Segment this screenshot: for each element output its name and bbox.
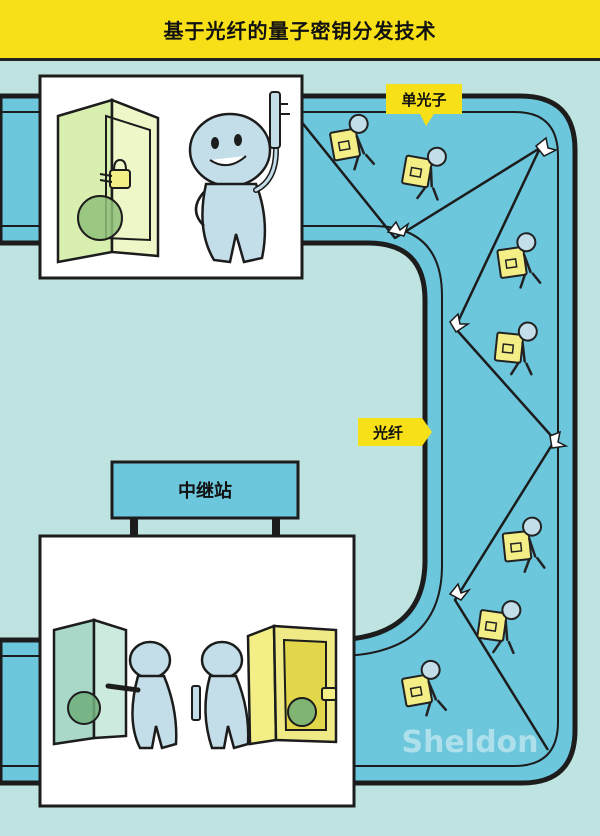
key-icon xyxy=(191,685,201,721)
relay-person-right xyxy=(191,640,250,750)
relay-safe-right xyxy=(246,624,338,746)
padlock-icon xyxy=(99,158,131,189)
relay-person-left xyxy=(105,640,178,750)
relay-sign: 中继站 xyxy=(110,460,300,538)
relay-safe-left xyxy=(52,618,128,746)
diagram-title: 基于光纤的量子密钥分发技术 xyxy=(163,18,437,43)
photon-label-text: 单光子 xyxy=(401,91,446,109)
key-icon xyxy=(269,91,290,149)
relay-label: 中继站 xyxy=(178,480,232,502)
photon-path xyxy=(299,119,569,751)
photon-label: 单光子 xyxy=(386,84,462,126)
locked-safe xyxy=(56,98,160,264)
fiber-crack-icon xyxy=(449,312,471,334)
watermark: Sheldon xyxy=(401,725,538,760)
fiber-label-text: 光纤 xyxy=(372,424,403,442)
fiber-crack-icon xyxy=(549,430,569,449)
fiber-crack-icon xyxy=(534,136,559,157)
fiber-crack-icon xyxy=(386,220,410,237)
padlock-icon xyxy=(321,687,337,701)
relay-panel xyxy=(38,534,356,808)
fiber-crack-icon xyxy=(448,582,472,601)
sender-person xyxy=(188,91,290,264)
fiber-label: 光纤 xyxy=(358,418,432,446)
title-bar: 基于光纤的量子密钥分发技术 xyxy=(0,0,600,61)
sender-panel xyxy=(38,74,304,280)
